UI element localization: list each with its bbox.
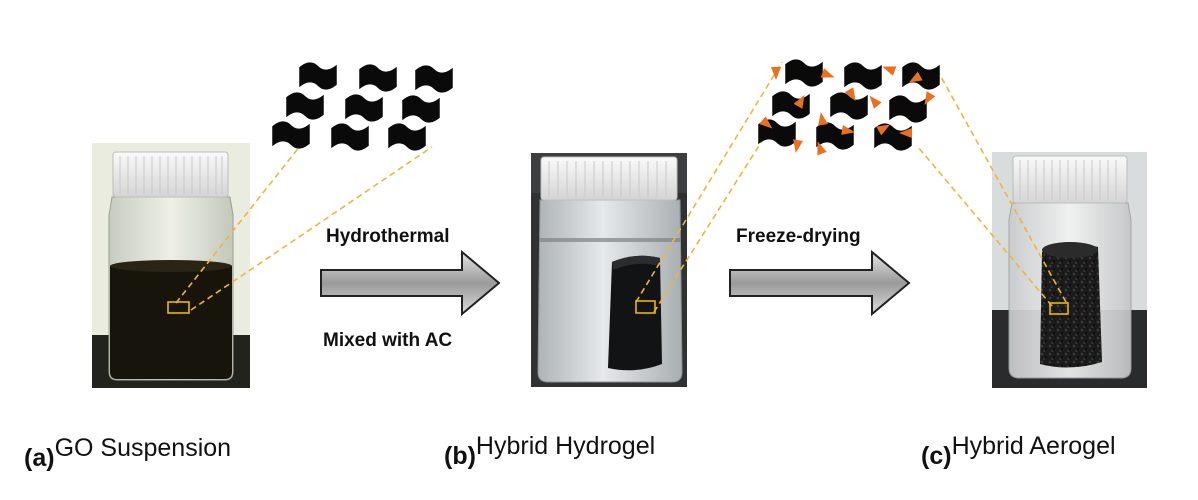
graphene-sheet-icon — [359, 64, 397, 92]
highlight-box-b — [635, 300, 656, 314]
ac-particle-icon — [876, 124, 891, 136]
go-sheets-cluster — [272, 62, 453, 151]
ac-particle-icon — [818, 112, 828, 126]
ac-particle-icon — [841, 125, 855, 135]
step-hydrothermal-label: Hydrothermal — [326, 226, 450, 247]
graphene-sheet-icon — [902, 62, 940, 90]
graphene-sheet-icon — [415, 65, 453, 93]
zoom-line-a-left — [175, 145, 301, 304]
ac-particle-icon — [817, 141, 827, 156]
highlight-box-c — [1049, 302, 1069, 315]
caption-c: (c)Hybrid Aerogel — [921, 432, 1116, 471]
zoom-line-b-top — [635, 61, 783, 303]
zoom-guide-lines — [175, 61, 1067, 313]
ac-particle-icon — [759, 116, 773, 129]
graphene-sheet-icon — [830, 92, 868, 120]
ac-particles — [759, 66, 936, 156]
graphene-sheet-icon — [299, 62, 337, 90]
ac-particle-icon — [882, 66, 897, 76]
caption-a-title: GO Suspension — [54, 434, 232, 462]
ac-particle-icon — [793, 139, 803, 153]
step-mixed-with-ac-label: Mixed with AC — [323, 330, 453, 351]
highlight-boxes — [167, 300, 1069, 315]
graphene-sheet-icon — [816, 122, 854, 150]
ac-particle-icon — [844, 87, 856, 102]
ac-particle-icon — [793, 94, 805, 109]
hybrid-hydrogel-photo — [531, 153, 687, 387]
ac-particle-icon — [869, 95, 882, 109]
caption-c-letter: (c) — [921, 442, 952, 470]
graphene-sheet-icon — [402, 95, 440, 123]
graphene-sheet-icon — [388, 123, 426, 151]
ac-particle-icon — [899, 128, 912, 138]
graphene-sheet-icon — [286, 92, 324, 120]
graphene-sheet-icon — [272, 121, 310, 149]
step-freeze-drying-label: Freeze-drying — [736, 226, 861, 247]
zoom-line-b-bottom — [653, 140, 763, 313]
graphene-sheet-icon — [345, 94, 383, 122]
hybrid-sheets-cluster — [758, 59, 940, 151]
freeze-drying-arrow — [729, 249, 911, 317]
caption-c-title: Hybrid Aerogel — [951, 432, 1116, 460]
hydrothermal-arrow — [320, 249, 501, 317]
ac-particle-icon — [820, 68, 835, 78]
zoom-line-a-right — [190, 146, 433, 311]
ac-particle-icon — [771, 67, 781, 80]
zoom-line-c-bottom — [917, 146, 1053, 307]
graphene-sheet-icon — [844, 62, 882, 90]
graphene-sheet-icon — [889, 95, 927, 123]
zoom-line-c-top — [934, 65, 1067, 303]
graphene-sheet-icon — [331, 123, 369, 151]
caption-a: (a)GO Suspension — [24, 434, 231, 473]
ac-particle-icon — [908, 71, 923, 83]
caption-b-title: Hybrid Hydrogel — [475, 432, 656, 460]
hybrid-aerogel-photo — [992, 152, 1147, 388]
highlight-box-a — [167, 301, 190, 314]
caption-b: (b)Hybrid Hydrogel — [444, 432, 655, 471]
go-suspension-photo — [92, 143, 250, 388]
graphene-sheet-icon — [785, 59, 823, 87]
caption-b-letter: (b) — [444, 442, 476, 470]
caption-a-letter: (a) — [24, 444, 55, 472]
ac-particle-icon — [924, 91, 936, 106]
